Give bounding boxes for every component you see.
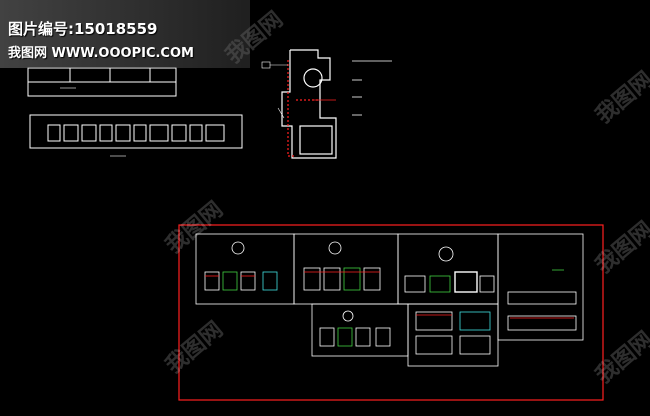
image-id-label: 图片编号: (8, 20, 74, 38)
detail-panel-6 (407, 303, 499, 367)
detail-panel-5 (311, 303, 409, 357)
image-id-line: 图片编号:15018559 (8, 18, 158, 39)
site-name: 我图网 WWW.OOOPIC.COM (8, 46, 194, 61)
elevation-drawing-top-left (27, 67, 177, 97)
sheet-border (178, 224, 604, 401)
floor-plan (261, 49, 337, 159)
floor-plan-legend (352, 60, 392, 116)
image-id-value: 15018559 (74, 20, 158, 38)
image-id-banner: 图片编号:15018559 我图网 WWW.OOOPIC.COM (0, 0, 250, 68)
elevation-drawing-middle-left (29, 114, 243, 157)
detail-panel-1 (195, 233, 295, 305)
detail-panel-2 (293, 233, 399, 305)
detail-panel-4 (497, 233, 584, 341)
detail-panel-3 (397, 233, 499, 305)
